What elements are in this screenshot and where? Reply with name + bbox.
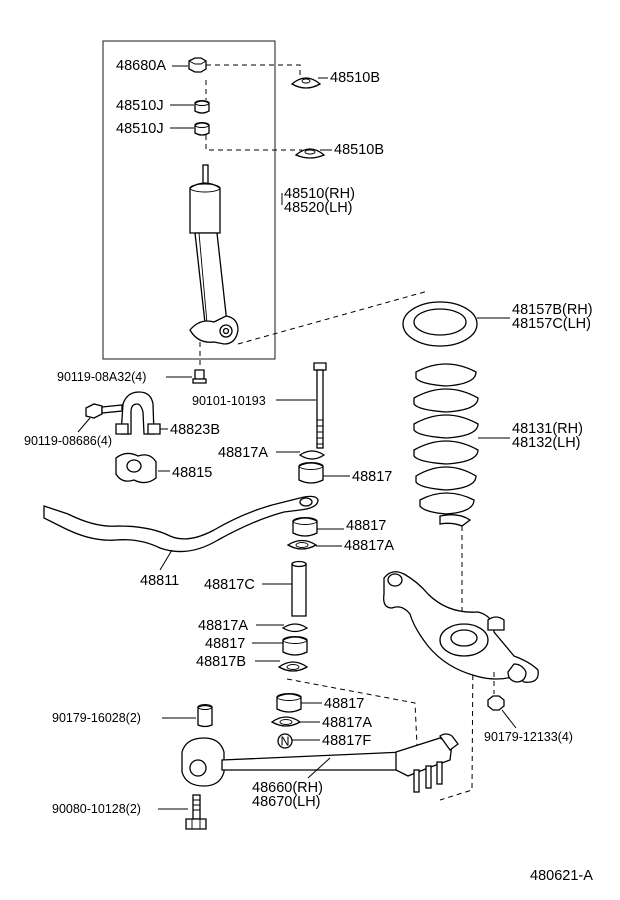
part-48817-cushion-3[interactable]	[282, 636, 308, 656]
part-48811-stabilizer-bar[interactable]	[43, 495, 319, 553]
label-48510J-2: 48510J	[116, 121, 164, 137]
part-48510-shock-absorber[interactable]	[189, 164, 239, 345]
label-48510B-mid: 48510B	[334, 142, 384, 158]
nut-mark: N	[281, 735, 290, 749]
label-90179-12133: 90179-12133(4)	[484, 730, 573, 744]
part-48817C-spacer-tube[interactable]	[291, 560, 307, 617]
part-48510B-upper-cushion[interactable]	[290, 77, 322, 89]
part-48817A-retainer-3[interactable]	[281, 623, 309, 633]
part-lower-control-arm[interactable]	[383, 571, 539, 683]
label-90179-16028: 90179-16028(2)	[52, 711, 141, 725]
label-48510J-1: 48510J	[116, 98, 164, 114]
part-48157-spring-insulator[interactable]	[402, 301, 478, 347]
label-48817-1: 48817	[352, 469, 392, 485]
part-48817-cushion-4[interactable]	[276, 693, 302, 713]
label-48817A-1: 48817A	[218, 445, 268, 461]
label-48670: 48670(LH)	[252, 794, 321, 810]
part-48131-coil-spring[interactable]	[413, 363, 479, 527]
part-48510B-lower-cushion[interactable]	[294, 148, 326, 159]
part-48823B-stabilizer-bracket[interactable]	[115, 391, 161, 435]
label-48132: 48132(LH)	[512, 435, 581, 451]
part-90179-16028-bushing[interactable]	[197, 704, 213, 728]
part-90101-10193-link-bolt[interactable]	[313, 362, 327, 449]
part-48817A-retainer-4[interactable]	[270, 716, 302, 727]
label-48510RH: 48510(RH)	[284, 186, 355, 202]
label-48131: 48131(RH)	[512, 421, 583, 437]
diagram-id: 480621-A	[530, 868, 593, 884]
label-90080-10128: 90080-10128(2)	[52, 802, 141, 816]
shock-absorber-group-box	[102, 40, 276, 360]
label-48817A-2: 48817A	[344, 538, 394, 554]
label-90119-08A32: 90119-08A32(4)	[57, 370, 146, 384]
label-48817F: 48817F	[322, 733, 371, 749]
part-48815-stabilizer-bushing[interactable]	[115, 452, 157, 484]
label-48520LH: 48520(LH)	[284, 200, 353, 216]
label-48815: 48815	[172, 465, 212, 481]
part-48510J-upper-washer[interactable]	[194, 100, 210, 114]
label-48510B-top: 48510B	[330, 70, 380, 86]
label-48817-2: 48817	[346, 518, 386, 534]
part-90119-08686-bolt[interactable]	[85, 403, 123, 419]
label-48823B: 48823B	[170, 422, 220, 438]
label-48817B: 48817B	[196, 654, 246, 670]
label-48157C: 48157C(LH)	[512, 316, 591, 332]
part-48817A-retainer-1[interactable]	[298, 450, 326, 460]
part-48817-cushion-1[interactable]	[298, 462, 324, 484]
part-48680A-nut[interactable]	[188, 57, 207, 73]
part-48817-cushion-2[interactable]	[292, 517, 318, 537]
part-48660-strut-bar[interactable]	[181, 733, 459, 793]
part-90080-10128-bolt[interactable]	[185, 794, 207, 830]
label-48811: 48811	[140, 573, 179, 589]
label-48660: 48660(RH)	[252, 780, 323, 796]
label-48680A: 48680A	[116, 58, 166, 74]
label-48817A-4: 48817A	[322, 715, 372, 731]
part-48510J-lower-washer[interactable]	[194, 122, 210, 136]
label-48817-3: 48817	[205, 636, 245, 652]
label-48817C: 48817C	[204, 577, 255, 593]
label-48157B: 48157B(RH)	[512, 302, 593, 318]
part-48817F-nut[interactable]: N	[277, 733, 293, 749]
label-48817A-3: 48817A	[198, 618, 248, 634]
label-90101-10193: 90101-10193	[192, 394, 266, 408]
part-48817B-retainer[interactable]	[277, 661, 309, 672]
label-48817-4: 48817	[324, 696, 364, 712]
part-48817A-retainer-2[interactable]	[286, 539, 318, 550]
part-90179-12133-nut[interactable]	[487, 695, 505, 711]
label-90119-08686: 90119-08686(4)	[24, 434, 112, 448]
part-90119-08A32-bolt[interactable]	[192, 369, 207, 384]
